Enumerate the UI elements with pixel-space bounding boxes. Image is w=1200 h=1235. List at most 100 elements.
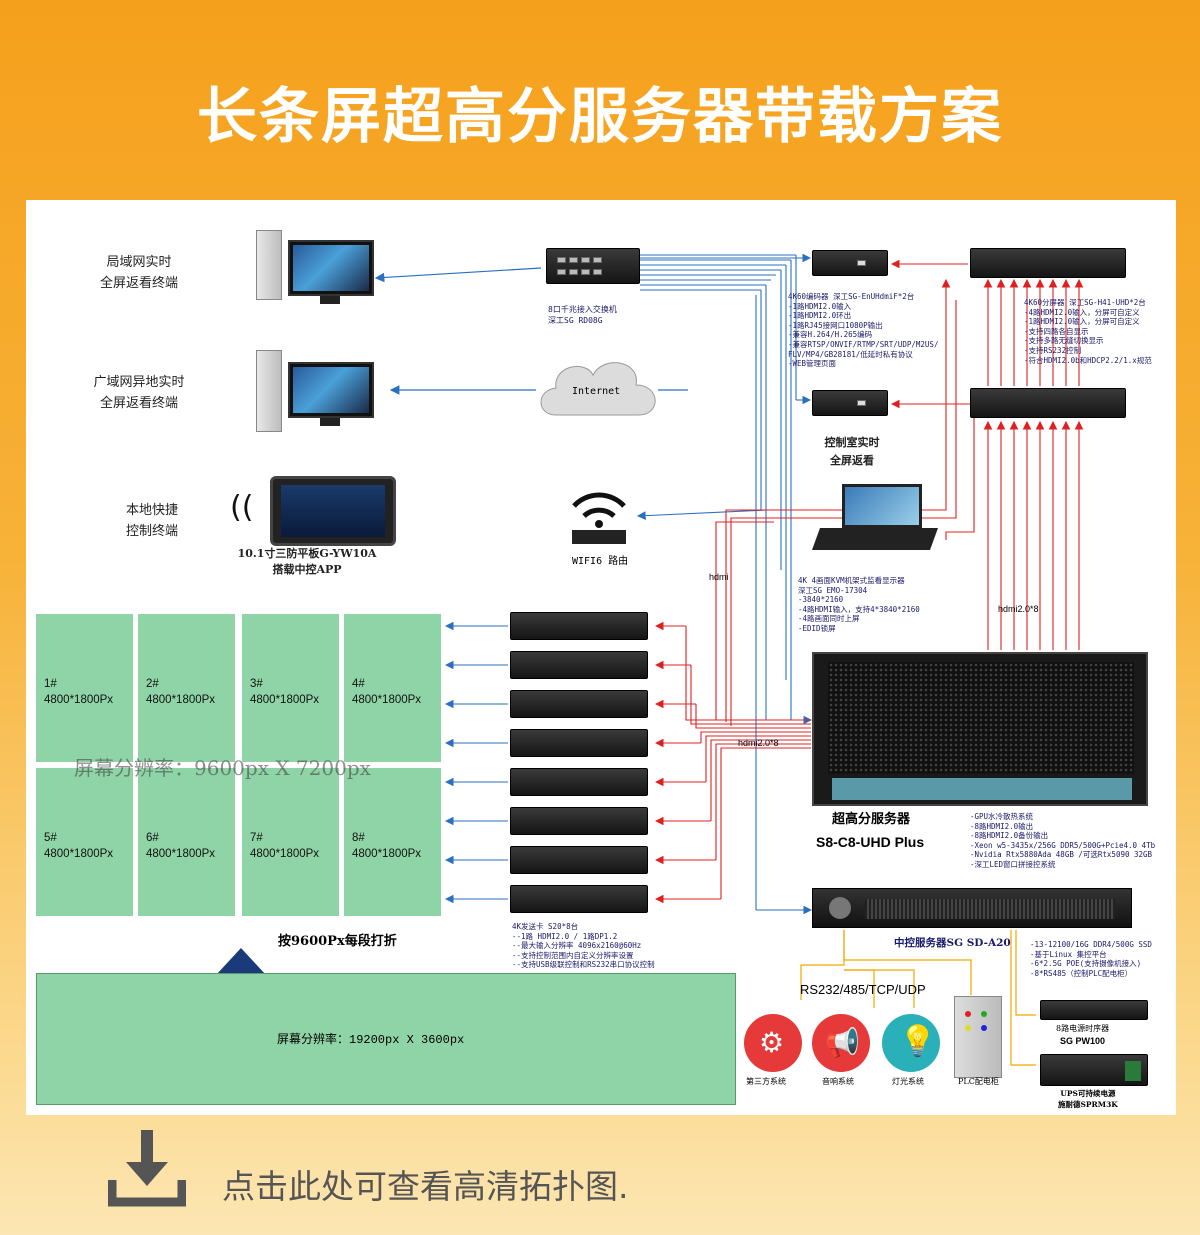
third-party-system-label: 第三方系统	[746, 1077, 786, 1086]
tablet-device	[270, 476, 396, 546]
screen-overlay-resolution: 屏幕分辨率：9600px X 7200px	[74, 756, 371, 780]
power-sequencer-line2: SG PW100	[1060, 1036, 1106, 1046]
hdmi-x8-label-mid: hdmi2.0*8	[738, 738, 779, 748]
kvm-monitor	[811, 484, 939, 554]
screen-id: 5#	[44, 832, 57, 844]
network-switch	[546, 248, 640, 284]
screen-cell-4: 4# 4800*1800Px	[344, 614, 441, 762]
screen-id: 3#	[250, 678, 263, 690]
topology-diagram: 局域网实时 全屏返看终端 广域网异地实时 全屏返看终端 本地快捷 控制终端 ((…	[26, 200, 1176, 1115]
screen-cell-3: 3# 4800*1800Px	[242, 614, 339, 762]
wan-terminal-line1: 广域网异地实时	[93, 375, 185, 390]
lan-monitor	[288, 240, 374, 296]
tablet-label-line2: 搭载中控APP	[272, 563, 342, 576]
wan-terminal-label: 广域网异地实时 全屏返看终端	[74, 372, 204, 414]
lan-terminal-label: 局域网实时 全屏返看终端	[74, 252, 204, 294]
ups-label-line2: 施耐德SPRM3K	[1058, 1100, 1118, 1109]
switch-label-line2: 深工SG RD08G	[548, 316, 603, 325]
ups-device	[1040, 1054, 1148, 1086]
sender-card-5	[510, 768, 648, 796]
lan-terminal-line1: 局域网实时	[106, 255, 172, 270]
screen-res: 4800*1800Px	[352, 848, 422, 860]
local-terminal-line1: 本地快捷	[125, 503, 178, 518]
long-screen: 屏幕分辨率：19200px X 3600px	[36, 973, 736, 1105]
wan-pc-tower	[256, 350, 282, 432]
lan-pc-tower	[256, 230, 282, 300]
ups-label-line1: UPS可持续电源	[1060, 1089, 1116, 1098]
splitter-device-1	[970, 248, 1126, 278]
page-title: 长条屏超高分服务器带载方案	[197, 82, 1003, 152]
download-link[interactable]: 点击此处可查看高清拓扑图.	[222, 1167, 629, 1206]
monitor-stand	[320, 418, 340, 426]
connection-lines	[216, 253, 1084, 1066]
third-party-system-icon: ⚙	[744, 1014, 802, 1072]
sender-card-8	[510, 885, 648, 913]
fold-label: 按9600Px每段打折	[278, 934, 397, 949]
ultra-hd-server	[812, 652, 1148, 806]
sender-card-3	[510, 690, 648, 718]
screen-res: 4800*1800Px	[352, 694, 422, 706]
wan-terminal-line2: 全屏返看终端	[99, 396, 178, 411]
screen-cell-5: 5# 4800*1800Px	[36, 768, 133, 916]
control-room-line2: 全屏返看	[830, 454, 874, 467]
screen-cell-7: 7# 4800*1800Px	[242, 768, 339, 916]
encoder-device-2	[812, 390, 888, 416]
local-terminal-line2: 控制终端	[125, 524, 178, 539]
server-spec: -GPU水冷散热系统 -8路HDMI2.0输出 -8路HDMI2.0备份输出 -…	[970, 812, 1156, 869]
screen-res: 4800*1800Px	[250, 694, 320, 706]
wifi-signal-icon: ((	[230, 490, 254, 525]
monitor-stand	[320, 296, 340, 304]
sender-card-1	[510, 612, 648, 640]
encoder-spec: 4K60编码器 深工SG-EnUHdmiF*2台 -1路HDMI2.0输入 -1…	[788, 292, 939, 369]
audio-system-label: 音响系统	[822, 1077, 854, 1086]
ups-label: UPS可持续电源 施耐德SPRM3K	[1058, 1088, 1118, 1110]
tablet-label: 10.1寸三防平板G-YW10A 搭载中控APP	[222, 546, 392, 578]
lighting-system-label: 灯光系统	[892, 1077, 924, 1086]
sender-card-7	[510, 846, 648, 874]
central-control-server	[812, 888, 1132, 928]
server-model: S8-C8-UHD Plus	[816, 834, 925, 850]
power-sequencer-device	[1040, 1000, 1148, 1020]
screen-res: 4800*1800Px	[146, 694, 216, 706]
switch-label: 8口千兆接入交换机深工SG RD08G	[548, 304, 617, 326]
sender-spec: 4K发送卡 S20*8台 --1路 HDMI2.0 / 1路DP1.2 --最大…	[512, 922, 655, 970]
encoder-device-1	[812, 250, 888, 276]
local-terminal-label: 本地快捷 控制终端	[92, 500, 212, 542]
screen-res: 4800*1800Px	[250, 848, 320, 860]
screen-id: 8#	[352, 832, 365, 844]
kvm-spec: 4K 4画面KVM机架式监看显示器 深工SG EMO-17304 -3840*2…	[798, 576, 920, 633]
screen-cell-1: 1# 4800*1800Px	[36, 614, 133, 762]
tablet-label-line1: 10.1寸三防平板G-YW10A	[237, 547, 377, 560]
power-sequencer-label: 8路电源时序器 SG PW100	[1056, 1022, 1109, 1048]
internet-label: Internet	[572, 386, 621, 397]
screen-id: 7#	[250, 832, 263, 844]
screen-res: 4800*1800Px	[146, 848, 216, 860]
router-label: WIFI6 路由	[572, 556, 629, 567]
server-name: 超高分服务器	[832, 812, 911, 827]
long-screen-resolution: 屏幕分辨率：19200px X 3600px	[277, 1033, 465, 1047]
screen-cell-6: 6# 4800*1800Px	[138, 768, 235, 916]
download-icon[interactable]	[107, 1128, 187, 1208]
audio-system-icon: 📢	[812, 1014, 870, 1072]
lan-terminal-line2: 全屏返看终端	[99, 276, 178, 291]
screen-cell-2: 2# 4800*1800Px	[138, 614, 235, 762]
control-room-line1: 控制室实时	[824, 436, 880, 449]
central-server-spec: -13-12100/16G DDR4/500G SSD -基于Linux 集控平…	[1030, 940, 1152, 978]
switch-label-line1: 8口千兆接入交换机	[548, 305, 617, 314]
screen-id: 1#	[44, 678, 57, 690]
plc-cabinet-icon	[954, 996, 1002, 1078]
screen-id: 2#	[146, 678, 159, 690]
sender-card-6	[510, 807, 648, 835]
protocol-label: RS232/485/TCP/UDP	[800, 982, 926, 997]
screen-res: 4800*1800Px	[44, 848, 114, 860]
plc-cabinet-label: PLC配电柜	[958, 1077, 999, 1086]
screen-res: 4800*1800Px	[44, 694, 114, 706]
splitter-spec: 4K60分屏器 深工SG-H41-UHD*2台 -4路HDMI2.0输入，分屏可…	[1024, 298, 1152, 365]
screen-cell-8: 8# 4800*1800Px	[344, 768, 441, 916]
control-room-label: 控制室实时 全屏返看	[802, 434, 902, 470]
hdmi-x8-label-right: hdmi2.0*8	[998, 604, 1039, 614]
screen-id: 4#	[352, 678, 365, 690]
wifi-router-icon	[572, 492, 626, 544]
sender-card-4	[510, 729, 648, 757]
screen-id: 6#	[146, 832, 159, 844]
